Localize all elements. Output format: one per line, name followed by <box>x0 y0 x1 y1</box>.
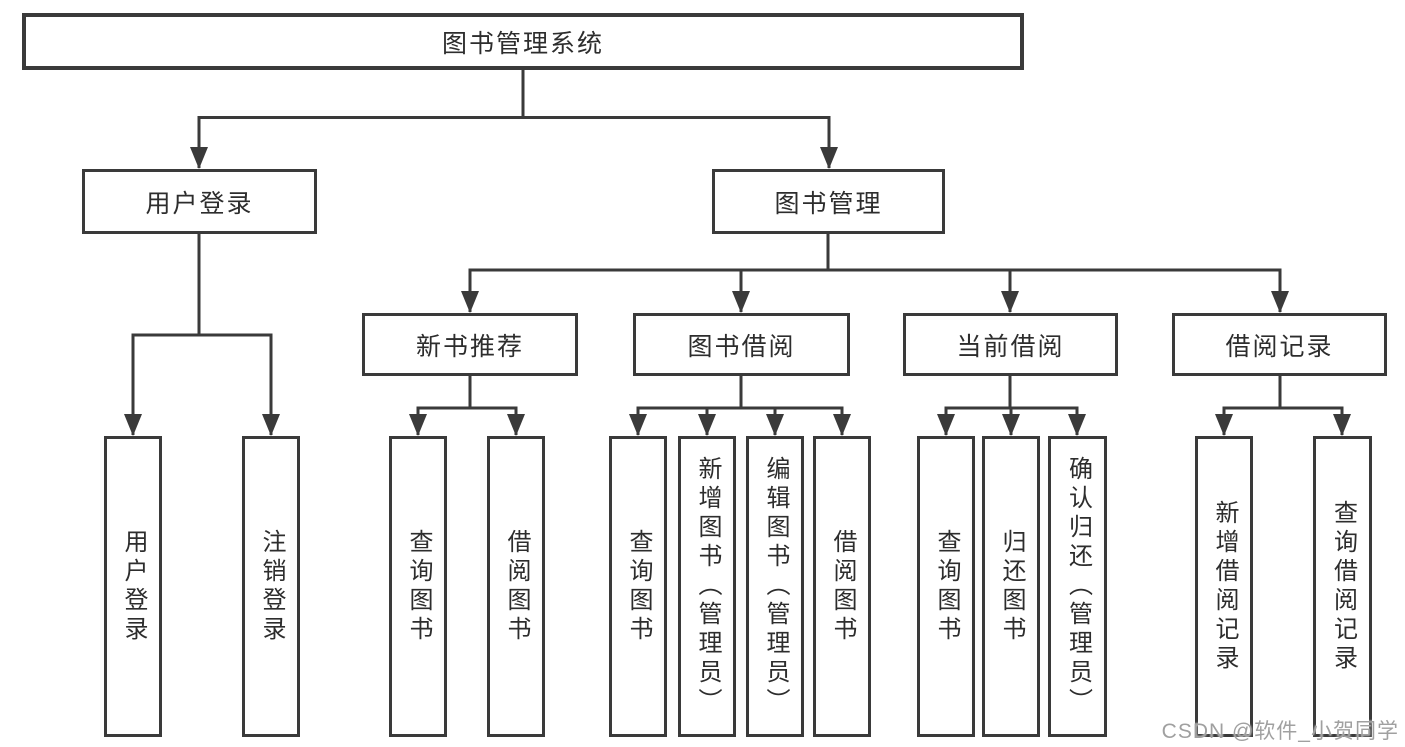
leaf-query-borrow-record: 查询借阅记录 <box>1313 436 1372 737</box>
leaf-borrow-books-label: 借阅图书 <box>829 528 856 645</box>
leaf-edit-books-admin-label: 编辑图书（管理员） <box>762 456 789 717</box>
leaf-query-books-current-label: 查询图书 <box>933 528 960 645</box>
node-user-login: 用户登录 <box>82 169 317 234</box>
leaf-query-borrow-record-label: 查询借阅记录 <box>1329 499 1357 674</box>
node-current-borrowing: 当前借阅 <box>903 313 1118 376</box>
leaf-user-login-label: 用户登录 <box>120 528 147 645</box>
node-book-management: 图书管理 <box>712 169 945 234</box>
leaf-edit-books-admin: 编辑图书（管理员） <box>746 436 804 737</box>
leaf-add-borrow-record-label: 新增借阅记录 <box>1211 499 1238 674</box>
leaf-return-books: 归还图书 <box>982 436 1040 737</box>
leaf-query-books-recommend-label: 查询图书 <box>405 528 432 645</box>
leaf-logout: 注销登录 <box>242 436 300 737</box>
node-borrow-records-label: 借阅记录 <box>1225 332 1334 361</box>
node-root-label: 图书管理系统 <box>441 29 604 58</box>
leaf-add-books-admin: 新增图书（管理员） <box>678 436 736 737</box>
node-new-book-recommend-label: 新书推荐 <box>415 332 524 361</box>
leaf-query-books-current: 查询图书 <box>917 436 975 737</box>
node-book-borrowing-label: 图书借阅 <box>687 332 796 361</box>
node-book-management-label: 图书管理 <box>774 189 883 218</box>
leaf-query-books-recommend: 查询图书 <box>389 436 447 737</box>
node-root: 图书管理系统 <box>22 13 1024 70</box>
node-new-book-recommend: 新书推荐 <box>362 313 578 376</box>
leaf-confirm-return-admin-label: 确认归还（管理员） <box>1064 456 1092 717</box>
leaf-borrow-books: 借阅图书 <box>813 436 871 737</box>
leaf-confirm-return-admin: 确认归还（管理员） <box>1048 436 1107 737</box>
leaf-borrow-books-recommend: 借阅图书 <box>487 436 545 737</box>
leaf-add-books-admin-label: 新增图书（管理员） <box>694 456 721 717</box>
node-current-borrowing-label: 当前借阅 <box>956 332 1065 361</box>
leaf-return-books-label: 归还图书 <box>998 528 1025 645</box>
leaf-user-login: 用户登录 <box>104 436 162 737</box>
watermark: CSDN @软件_小贺同学 <box>1161 720 1399 743</box>
leaf-add-borrow-record: 新增借阅记录 <box>1195 436 1253 737</box>
leaf-logout-label: 注销登录 <box>258 528 285 645</box>
leaf-borrow-books-recommend-label: 借阅图书 <box>503 528 530 645</box>
node-borrow-records: 借阅记录 <box>1172 313 1387 376</box>
leaf-query-books-borrowing: 查询图书 <box>609 436 667 737</box>
leaf-query-books-borrowing-label: 查询图书 <box>625 528 652 645</box>
node-book-borrowing: 图书借阅 <box>633 313 850 376</box>
node-user-login-label: 用户登录 <box>145 189 254 218</box>
